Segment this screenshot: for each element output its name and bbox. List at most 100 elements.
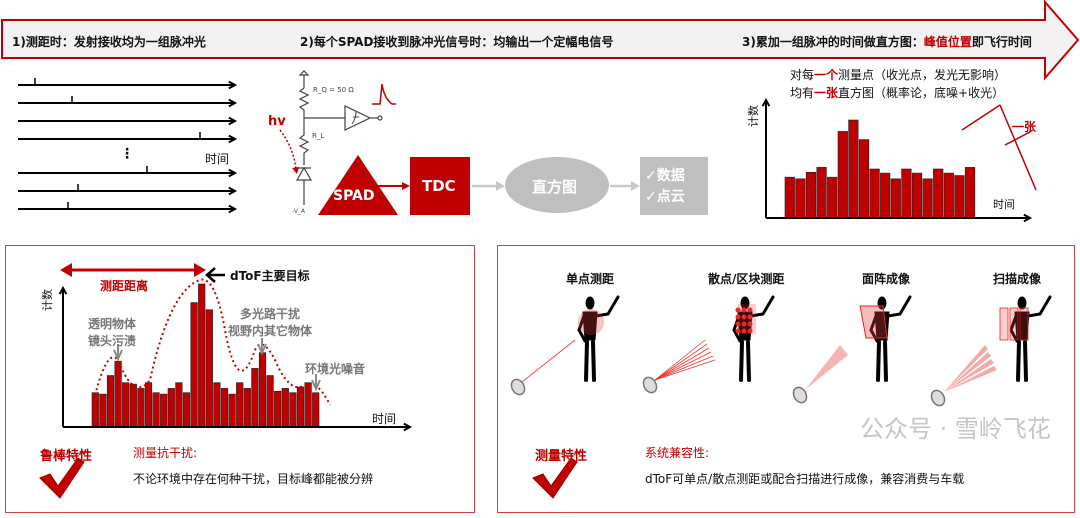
multi-beam — [654, 339, 706, 381]
note1-b: 一个 — [814, 68, 839, 82]
robust-y-axis-head — [58, 285, 68, 295]
target-arrow — [205, 267, 225, 283]
note-line-1: 对每一个测量点（收光点，发光无影响） — [790, 66, 1006, 83]
dot-spot — [747, 307, 753, 313]
mode-scanning: 扫描成像 — [993, 272, 1042, 286]
spad-block: SPAD — [333, 188, 375, 204]
dot-area — [738, 304, 756, 334]
range-label: 测距距离 — [100, 279, 149, 293]
dot-spot — [735, 321, 741, 327]
pulse-line-head — [228, 168, 238, 178]
step-3-text: 3)累加一组脉冲的时间做直方图：峰值位置即飞行时间 — [742, 33, 1032, 50]
note-line-2: 均有一张直方图（概率论，底噪+收光） — [790, 84, 1004, 101]
compat-description: dToF可单点/散点测距或配合扫描进行成像，兼容消费与车载 — [645, 472, 965, 486]
pulse-line-head — [228, 204, 238, 214]
step-3-highlight: 峰值位置 — [923, 35, 972, 49]
annotation-ambient-noise: 环境光噪音 — [305, 362, 366, 376]
rq-label: R_Q = 50 Ω — [313, 86, 354, 94]
watermark: 公众号 · 雪岭飞花 — [860, 415, 1051, 443]
rl-label: R_L — [312, 132, 325, 140]
dot-spot — [747, 314, 753, 320]
robust-description: 不论环境中存在何种干扰，目标峰都能被分辨 — [133, 472, 374, 486]
target-label: dToF主要目标 — [230, 269, 310, 283]
histogram-block: 直方图 — [532, 178, 578, 196]
scan-stripe — [999, 307, 1009, 341]
hv-label: hv — [268, 114, 286, 129]
dot-spot — [747, 328, 753, 334]
checkmark-icon — [39, 457, 85, 499]
compat-subtitle: 系统兼容性: — [645, 446, 710, 460]
annotation-dirty-lens: 镜头污渍 — [88, 334, 137, 348]
pulse-time-label: 时间 — [205, 152, 230, 166]
pulse-line-head — [228, 80, 238, 90]
mode-single-point: 单点测距 — [566, 272, 615, 286]
multi-beam — [654, 347, 710, 381]
pulse-line-head — [228, 116, 238, 126]
dot-spot — [747, 321, 753, 327]
tdc-block: TDC — [422, 177, 456, 195]
pulse-line-head — [228, 98, 238, 108]
multi-beam — [654, 359, 716, 381]
dot-spot — [741, 314, 747, 320]
scan-stripe — [1009, 307, 1019, 341]
robust-panel — [5, 245, 475, 513]
sensor-icon — [792, 386, 808, 404]
note2-a: 均有 — [790, 86, 815, 100]
step-3-prefix: 3)累加一组脉冲的时间做直方图： — [742, 35, 924, 49]
step-3-suffix: 即飞行时间 — [971, 35, 1032, 49]
pulse-line-head — [228, 134, 238, 144]
down-arrow-icon — [311, 374, 321, 392]
mode-flash: 面阵成像 — [862, 272, 911, 286]
mode-multi-point: 散点/区块测距 — [708, 272, 785, 286]
checkmark-icon — [532, 457, 578, 499]
scan-beam — [944, 366, 997, 392]
step-2-text: 2)每个SPAD接收到脉冲光信号时：均输出一个定幅电信号 — [300, 35, 614, 49]
annotation-other-objects: 视野内其它物体 — [228, 324, 313, 338]
down-arrow-icon — [113, 344, 123, 362]
dot-spot — [735, 307, 741, 313]
human-figure — [1009, 295, 1052, 382]
multi-beam — [654, 343, 708, 381]
sensor-icon — [930, 389, 946, 407]
top-hist-y-axis-head — [761, 97, 771, 107]
robust-envelope-curve — [94, 278, 331, 406]
human-figure — [869, 295, 912, 382]
flash-beam — [805, 345, 848, 390]
bracket-label: 一张 — [1012, 120, 1037, 134]
compat-feature-label: 测量特性 — [535, 449, 588, 464]
dot-spot — [741, 307, 747, 313]
note1-c: 测量点（收光点，发光无影响） — [838, 68, 1007, 82]
scan-beam — [944, 345, 988, 392]
single-spot — [578, 309, 604, 335]
pulse-ellipsis: ⋮ — [120, 146, 134, 162]
top-hist-xlabel: 时间 — [993, 198, 1015, 211]
robust-x-axis-head — [403, 422, 413, 432]
range-arrow-head-right — [194, 263, 206, 277]
step-1-text: 1)测距时：发射接收均为一组脉冲光 — [12, 35, 206, 49]
down-arrow-icon — [257, 338, 267, 356]
annotation-transparent: 透明物体 — [88, 317, 137, 331]
note1-a: 对每 — [790, 68, 815, 82]
multi-beam — [654, 355, 714, 381]
output-pointcloud: ✓点云 — [645, 189, 685, 205]
pulse-line-head — [228, 186, 238, 196]
dot-spot — [735, 314, 741, 320]
robust-subtitle: 测量抗干扰: — [133, 446, 198, 460]
dot-spot — [735, 328, 741, 334]
compat-panel — [497, 245, 1075, 513]
note2-b: 一张 — [814, 86, 839, 100]
robust-xlabel: 时间 — [372, 412, 397, 426]
single-beam — [521, 339, 576, 383]
robust-feature-label: 鲁棒特性 — [40, 449, 93, 464]
annotation-multipath: 多光路干扰 — [240, 307, 301, 321]
scan-stripe — [1019, 307, 1029, 341]
vb-label: -V_A — [292, 208, 306, 215]
human-figure — [577, 295, 620, 382]
top-hist-x-axis-head — [1023, 213, 1033, 223]
